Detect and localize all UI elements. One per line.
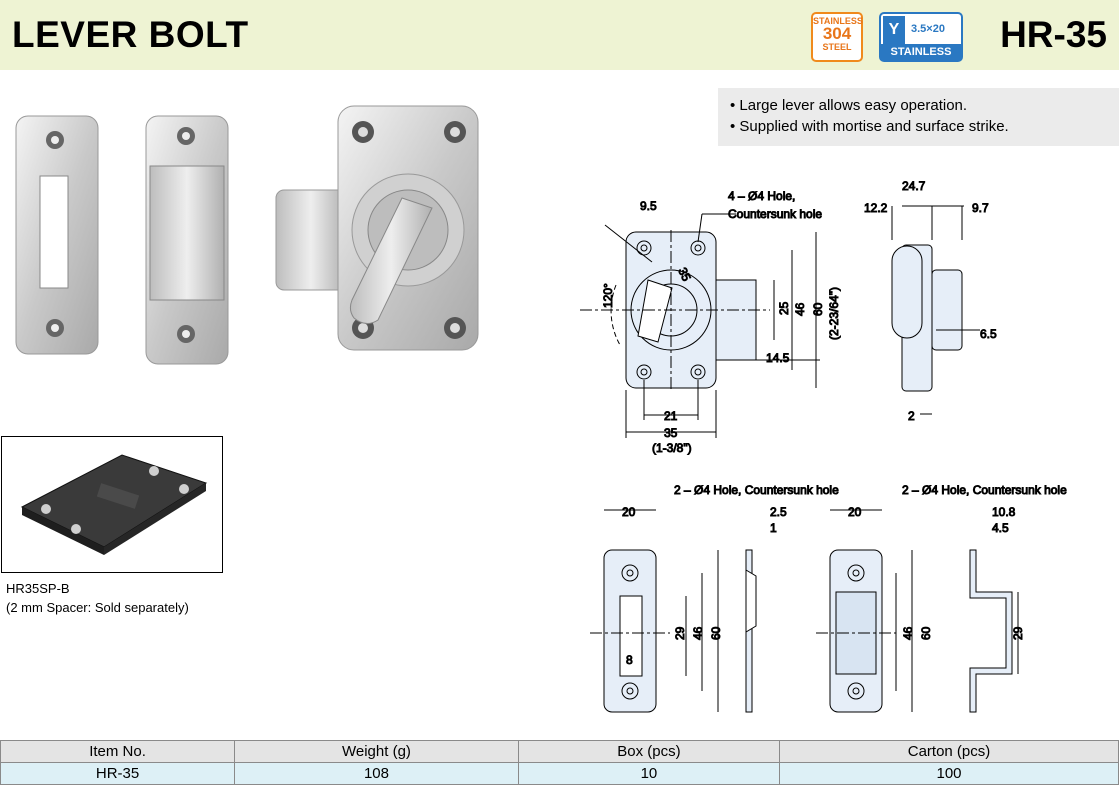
dim-label: 20 (848, 505, 862, 519)
badge-material-number: 304 (822, 24, 852, 43)
dim-label: 20 (622, 505, 636, 519)
screw-size: 3.5×20 (911, 23, 945, 35)
dim-label: 46 (793, 302, 807, 316)
spacer-model: HR35SP-B (6, 581, 70, 596)
dim-label: 46 (691, 626, 705, 640)
dim-label: 35 (664, 426, 678, 440)
features-box: • Large lever allows easy operation. • S… (718, 88, 1119, 146)
product-title: LEVER BOLT (12, 14, 249, 55)
spacer-caption: HR35SP-B (2 mm Spacer: Sold separately) (6, 579, 189, 617)
dim-label: 120° (601, 283, 615, 308)
screw-icon: Y (883, 16, 905, 46)
dim-label: 10.8 (992, 505, 1016, 519)
spacer-photo (20, 454, 208, 555)
dim-label: 29 (1011, 626, 1025, 640)
dim-label: 4.5 (992, 521, 1009, 535)
dim-label: 35 (675, 265, 693, 283)
technical-drawings: 9.5 4 – Ø4 Hole, Countersunk hole 35 120… (580, 179, 1068, 713)
screw-material: STAINLESS (881, 44, 961, 60)
dim-label: 2.5 (770, 505, 787, 519)
dim-label: 9.7 (972, 201, 989, 215)
spacer-description: (2 mm Spacer: Sold separately) (6, 600, 189, 615)
dim-label: 2 – Ø4 Hole, Countersunk hole (674, 483, 839, 497)
table-cell: 10 (517, 762, 781, 785)
dim-label: 60 (811, 302, 825, 316)
dim-label: 21 (664, 409, 678, 423)
screw-badge: Y 3.5×20 STAINLESS (879, 12, 963, 62)
column-header: Item No. (0, 740, 236, 763)
dim-label: 12.2 (864, 201, 888, 215)
badge-material-top: STAINLESS (813, 16, 863, 26)
table-row: HR-35 108 10 100 (0, 762, 1119, 785)
dim-label: 9.5 (640, 199, 657, 213)
column-header: Box (pcs) (517, 740, 781, 763)
dim-label: 46 (901, 626, 915, 640)
column-header: Weight (g) (234, 740, 519, 763)
dim-label: 6.5 (980, 327, 997, 341)
badge-material-bottom: STEEL (822, 42, 852, 52)
model-number: HR-35 (1000, 14, 1107, 55)
dim-label: 2 – Ø4 Hole, Countersunk hole (902, 483, 1067, 497)
dim-label: 4 – Ø4 Hole, (728, 189, 795, 203)
dim-label: 2 (908, 409, 915, 423)
lever-bolt-side-drawing (891, 205, 980, 415)
dim-label: 14.5 (766, 351, 790, 365)
table-header-row: Item No. Weight (g) Box (pcs) Carton (pc… (0, 740, 1119, 763)
dim-label: 25 (777, 301, 791, 315)
dim-label: 24.7 (902, 179, 926, 193)
dim-label: Countersunk hole (728, 207, 822, 221)
product-photos (15, 105, 479, 365)
surface-strike-drawing (816, 509, 1019, 713)
table-cell: 100 (779, 762, 1119, 785)
dim-label: 29 (673, 626, 687, 640)
mortise-strike-drawing (590, 509, 757, 713)
spacer-photo-frame (1, 436, 223, 573)
stainless-304-badge: STAINLESS 304 STEEL (811, 12, 863, 62)
dim-label: (2-23/64") (827, 287, 841, 340)
dim-label: (1-3/8") (652, 441, 692, 455)
table-cell: HR-35 (0, 762, 236, 785)
mortise-strike-photo (15, 115, 99, 355)
spec-table: Item No. Weight (g) Box (pcs) Carton (pc… (0, 740, 1119, 785)
feature-item: • Supplied with mortise and surface stri… (730, 118, 1009, 135)
dim-label: 60 (919, 626, 933, 640)
dim-label: 8 (626, 653, 633, 667)
lever-bolt-photo (275, 105, 479, 351)
lever-bolt-front-drawing (580, 213, 820, 438)
dim-label: 60 (709, 626, 723, 640)
surface-strike-photo (145, 115, 229, 365)
dim-label: 1 (770, 521, 777, 535)
table-cell: 108 (234, 762, 519, 785)
feature-item: • Large lever allows easy operation. (730, 97, 968, 114)
header-bar: LEVER BOLT STAINLESS 304 STEEL Y 3.5×20 … (0, 0, 1119, 70)
column-header: Carton (pcs) (779, 740, 1119, 763)
